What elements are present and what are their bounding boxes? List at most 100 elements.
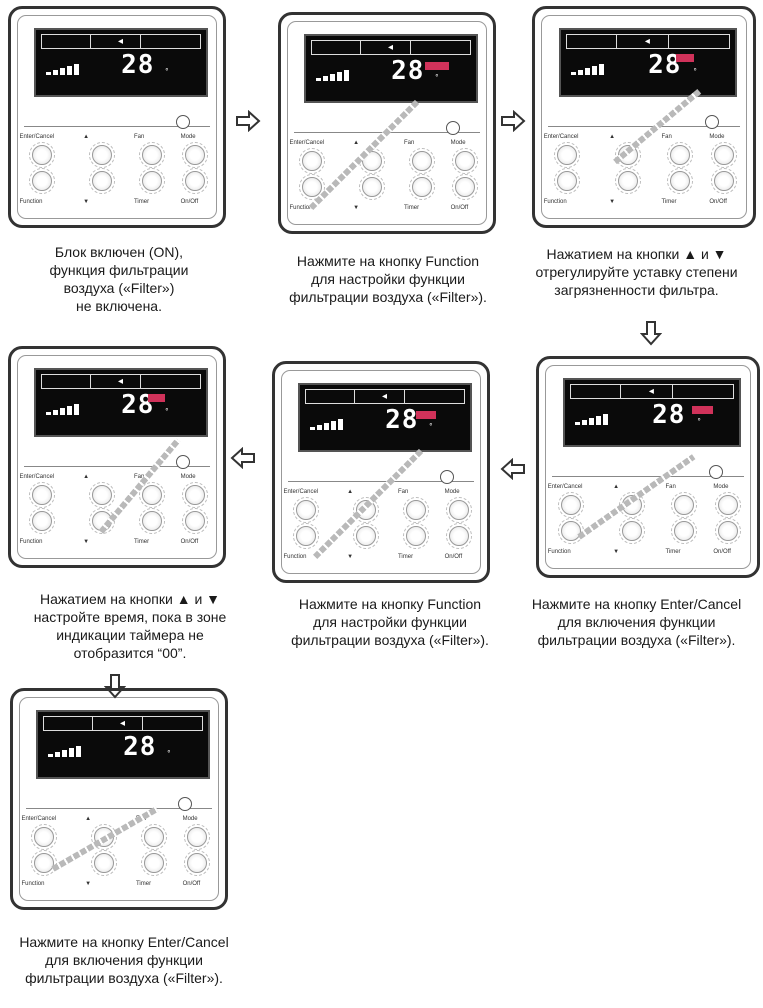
enter-cancel-label: Enter/Cancel — [289, 140, 325, 147]
up-button[interactable] — [88, 142, 115, 169]
temperature-readout: 28 — [652, 399, 686, 430]
function-button[interactable] — [293, 523, 320, 549]
timer-label: Timer — [403, 205, 420, 212]
arrow-down-icon — [104, 674, 126, 699]
onoff-button[interactable] — [451, 174, 478, 200]
fan-button[interactable] — [403, 497, 430, 524]
celsius-icon: ° — [429, 421, 433, 431]
timer-button[interactable] — [671, 518, 698, 544]
filter-indicator-highlight — [415, 411, 436, 420]
lcd-top-bar: ◂ — [566, 34, 731, 50]
onoff-button[interactable] — [181, 168, 208, 194]
up-button[interactable] — [88, 482, 115, 509]
enter-cancel-button[interactable] — [293, 497, 320, 524]
onoff-label: On/Off — [180, 199, 199, 206]
function-button[interactable] — [299, 174, 326, 200]
up-label: ▲ — [347, 489, 354, 496]
enter-cancel-button[interactable] — [29, 142, 56, 169]
filter-indicator-highlight — [148, 394, 166, 403]
enter-cancel-label: Enter/Cancel — [19, 474, 55, 481]
timer-button[interactable] — [139, 508, 166, 534]
knob-icon — [176, 454, 191, 469]
mode-label: Mode — [180, 134, 196, 141]
timer-label: Timer — [397, 554, 414, 561]
function-button[interactable] — [553, 168, 580, 194]
up-label: ▲ — [609, 134, 616, 141]
mode-button[interactable] — [710, 142, 737, 169]
lcd-display: ◂28° — [562, 378, 742, 448]
knob-icon — [178, 796, 193, 811]
down-label: ▼ — [613, 549, 620, 556]
onoff-button[interactable] — [710, 168, 737, 194]
temperature-readout: 28 — [648, 49, 682, 80]
fan-speed-bars-icon — [310, 419, 344, 431]
step-4-caption: Нажатием на кнопки ▲ и ▼ настройте время… — [33, 591, 227, 661]
fan-label: Fan — [403, 140, 415, 147]
function-button[interactable] — [29, 168, 56, 194]
timer-button[interactable] — [141, 850, 168, 876]
fan-button[interactable] — [139, 482, 166, 509]
fan-button[interactable] — [409, 148, 436, 175]
mode-button[interactable] — [445, 497, 472, 524]
timer-label: Timer — [133, 199, 150, 206]
temperature-readout: 28 — [391, 55, 425, 86]
function-button[interactable] — [29, 508, 56, 534]
divider — [287, 480, 475, 482]
timer-label: Timer — [661, 199, 677, 206]
mode-button[interactable] — [181, 482, 208, 509]
mode-button[interactable] — [183, 824, 210, 851]
down-button[interactable] — [90, 850, 117, 876]
onoff-button[interactable] — [714, 518, 741, 544]
fan-button[interactable] — [671, 492, 698, 519]
fan-label: Fan — [661, 134, 672, 141]
lcd-display: ◂28° — [34, 368, 208, 438]
onoff-label: On/Off — [444, 554, 463, 561]
timer-button[interactable] — [139, 168, 166, 194]
timer-button[interactable] — [409, 174, 436, 200]
fan-button[interactable] — [667, 142, 694, 169]
enter-cancel-button[interactable] — [31, 824, 58, 851]
fan-speed-bars-icon — [46, 64, 80, 76]
down-button[interactable] — [618, 518, 645, 544]
onoff-label: On/Off — [713, 549, 731, 556]
down-button[interactable] — [358, 174, 385, 200]
function-button[interactable] — [557, 518, 584, 544]
divider — [23, 125, 211, 127]
onoff-button[interactable] — [181, 508, 208, 534]
down-button[interactable] — [614, 168, 641, 194]
knob-icon — [176, 114, 191, 129]
mode-button[interactable] — [181, 142, 208, 169]
mode-icon: ◂ — [381, 390, 387, 402]
function-label: Function — [547, 549, 571, 556]
knob-icon — [709, 464, 724, 479]
mode-icon: ◂ — [644, 35, 650, 47]
enter-cancel-button[interactable] — [299, 148, 326, 175]
timer-button[interactable] — [403, 523, 430, 549]
onoff-button[interactable] — [183, 850, 210, 876]
enter-cancel-button[interactable] — [29, 482, 56, 509]
fan-button[interactable] — [141, 824, 168, 851]
timer-button[interactable] — [667, 168, 694, 194]
lcd-display: ◂28° — [34, 28, 208, 98]
knob-icon — [440, 469, 455, 484]
lcd-display: ◂28° — [36, 710, 210, 780]
function-button[interactable] — [31, 850, 58, 876]
onoff-button[interactable] — [445, 523, 472, 549]
lcd-top-bar: ◂ — [41, 34, 201, 50]
down-button[interactable] — [352, 523, 379, 549]
down-label: ▼ — [85, 881, 92, 888]
down-button[interactable] — [88, 168, 115, 194]
lcd-top-bar: ◂ — [311, 40, 471, 56]
timer-label: Timer — [133, 539, 150, 546]
celsius-icon: ° — [435, 72, 439, 82]
fan-button[interactable] — [139, 142, 166, 169]
mode-button[interactable] — [714, 492, 741, 519]
enter-cancel-label: Enter/Cancel — [543, 134, 579, 141]
enter-cancel-button[interactable] — [557, 492, 584, 519]
enter-cancel-button[interactable] — [553, 142, 580, 169]
mode-button[interactable] — [451, 148, 478, 175]
step-1-caption: Блок включен (ON), функция фильтрации во… — [49, 244, 189, 314]
